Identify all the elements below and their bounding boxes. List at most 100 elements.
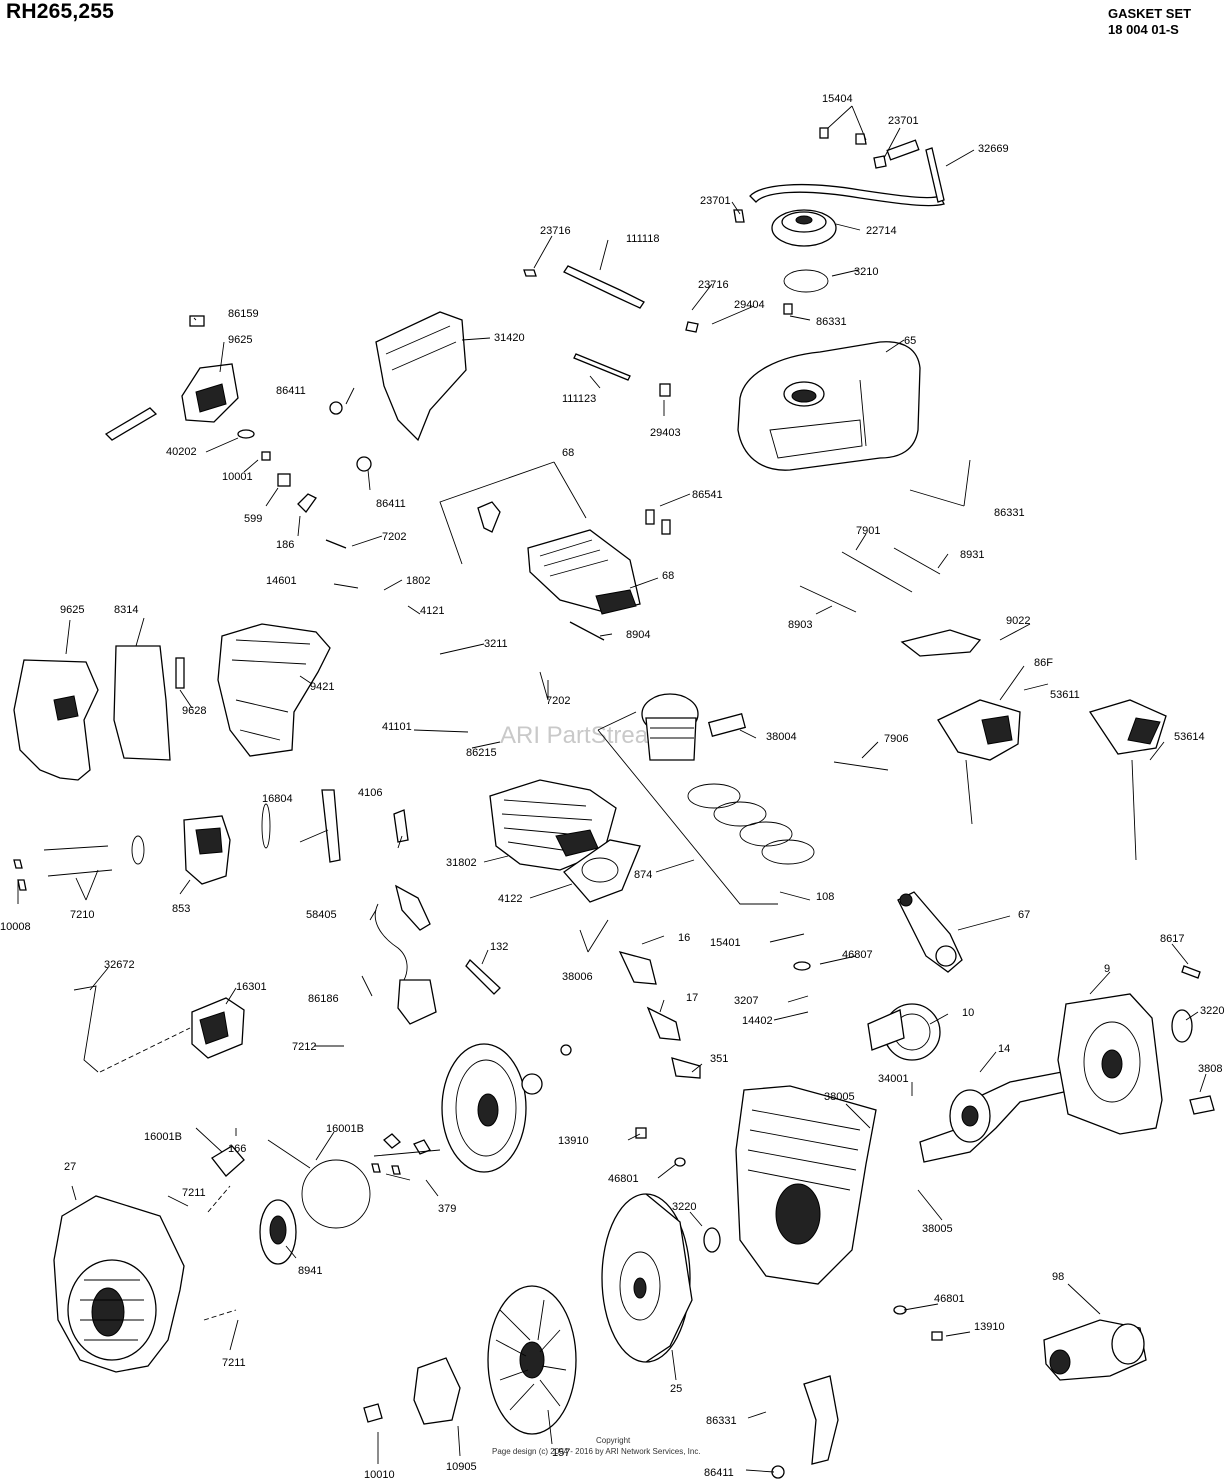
callout-86331-b: 86331 xyxy=(994,507,1025,519)
callout-38006: 38006 xyxy=(562,971,593,983)
copyright-label: Copyright xyxy=(596,1436,631,1445)
fuel-cap-gasket xyxy=(783,269,829,293)
starter-motor xyxy=(1043,1319,1147,1381)
callout-853: 853 xyxy=(172,903,190,915)
callout-10: 10 xyxy=(962,1007,974,1019)
callout-8903: 8903 xyxy=(788,619,812,631)
callout-874: 874 xyxy=(634,869,652,881)
callout-27: 27 xyxy=(64,1161,76,1173)
callout-86215: 86215 xyxy=(466,747,497,759)
callout-10008: 10008 xyxy=(0,921,31,933)
callout-8931: 8931 xyxy=(960,549,984,561)
blower-housing xyxy=(53,1195,185,1373)
callout-3220-a: 3220 xyxy=(1200,1005,1224,1017)
air-cleaner-base xyxy=(175,623,331,757)
callout-25: 25 xyxy=(670,1383,682,1395)
callout-7210: 7210 xyxy=(70,909,94,921)
control-bracket xyxy=(329,311,467,472)
model-title: RH265,255 xyxy=(6,0,115,23)
callout-7202-b: 7202 xyxy=(546,695,570,707)
callout-86541: 86541 xyxy=(692,489,723,501)
callout-labels: 15404 23701 32669 23701 22714 3210 23716… xyxy=(0,93,1224,1481)
callout-32672: 32672 xyxy=(104,959,135,971)
muffler-and-shield xyxy=(477,501,671,641)
callout-7212: 7212 xyxy=(292,1041,316,1053)
callout-14402: 14402 xyxy=(742,1015,773,1027)
callout-3211: 3211 xyxy=(484,638,508,650)
callout-15404: 15404 xyxy=(822,93,853,105)
fuel-pump-hose xyxy=(73,985,245,1073)
callout-3220-b: 3220 xyxy=(672,1201,696,1213)
governor-springs xyxy=(799,547,982,657)
recoil-starter-parts xyxy=(211,1133,441,1265)
callout-16804: 16804 xyxy=(262,793,293,805)
callout-111118: 111118 xyxy=(626,233,659,245)
fuel-cap xyxy=(771,209,837,247)
callout-34001: 34001 xyxy=(878,1073,909,1085)
page-design-credit: Page design (c) 2004 - 2016 by ARI Netwo… xyxy=(492,1447,701,1456)
callout-58405: 58405 xyxy=(306,909,337,921)
callout-14601: 14601 xyxy=(266,575,297,587)
callout-7202-a: 7202 xyxy=(382,531,406,543)
callout-16001b-b: 16001B xyxy=(326,1123,364,1135)
callout-9625-a: 9625 xyxy=(228,334,252,346)
callout-17: 17 xyxy=(686,992,698,1004)
callout-111123: 111123 xyxy=(562,393,596,405)
callout-67: 67 xyxy=(1018,909,1030,921)
callout-8617: 8617 xyxy=(1160,933,1184,945)
carburetor xyxy=(13,789,409,891)
callout-68-a: 68 xyxy=(562,447,574,459)
callout-31802: 31802 xyxy=(446,857,477,869)
callout-9421: 9421 xyxy=(310,681,334,693)
callout-46807: 46807 xyxy=(842,949,873,961)
callout-7211-b: 7211 xyxy=(222,1357,246,1369)
callout-9628: 9628 xyxy=(182,705,206,717)
callout-8941: 8941 xyxy=(298,1265,322,1277)
callout-379: 379 xyxy=(438,1203,456,1215)
callout-1802: 1802 xyxy=(406,575,430,587)
callout-53611: 53611 xyxy=(1050,689,1080,701)
piston-and-rings xyxy=(597,693,815,905)
callout-29404: 29404 xyxy=(734,299,765,311)
callout-9625-b: 9625 xyxy=(60,604,84,616)
callout-4106: 4106 xyxy=(358,787,382,799)
callout-53614: 53614 xyxy=(1174,731,1205,743)
callout-157: 157 xyxy=(552,1447,570,1459)
callout-86186: 86186 xyxy=(308,993,339,1005)
callout-15401: 15401 xyxy=(710,937,741,949)
callout-23716-a: 23716 xyxy=(540,225,571,237)
gasket-set-number: 18 004 01-S xyxy=(1108,22,1179,37)
leader-lines xyxy=(17,105,1207,1473)
callout-7211-a: 7211 xyxy=(182,1187,206,1199)
callout-4121: 8904 xyxy=(626,629,650,641)
callout-86f: 86F xyxy=(1034,657,1053,669)
misc-hardware-bottom xyxy=(635,961,1201,1479)
callout-46801-b: 46801 xyxy=(934,1293,965,1305)
callout-22714: 22714 xyxy=(866,225,897,237)
callout-38005-b: 38005 xyxy=(922,1223,953,1235)
callout-132: 132 xyxy=(490,941,508,953)
air-filter-element xyxy=(113,645,171,761)
callout-38005-a: 38005 xyxy=(824,1091,855,1103)
callout-3207: 3207 xyxy=(734,995,758,1007)
crankcase xyxy=(735,1085,877,1285)
control-assemblies-right xyxy=(833,699,1167,861)
flywheel-fan xyxy=(363,1285,577,1435)
callout-13910-a: 13910 xyxy=(558,1135,589,1147)
callout-40202: 40202 xyxy=(166,446,197,458)
callout-16: 16 xyxy=(678,932,690,944)
callout-46801-a: 46801 xyxy=(608,1173,639,1185)
callout-3808: 3808 xyxy=(1198,1063,1222,1075)
callout-10001: 10001 xyxy=(222,471,253,483)
head-gasket xyxy=(563,839,641,903)
callout-68-b: 68 xyxy=(662,570,674,582)
callout-3210: 3210 xyxy=(854,266,878,278)
starter-cup xyxy=(441,1043,572,1173)
callout-166: 166 xyxy=(228,1143,246,1155)
callout-86411-a: 86411 xyxy=(276,385,306,397)
callout-86159: 86159 xyxy=(228,308,259,320)
callout-8904: 4121 xyxy=(420,605,444,617)
callout-10905: 10905 xyxy=(446,1461,477,1473)
air-cleaner-cover-small xyxy=(104,315,239,441)
